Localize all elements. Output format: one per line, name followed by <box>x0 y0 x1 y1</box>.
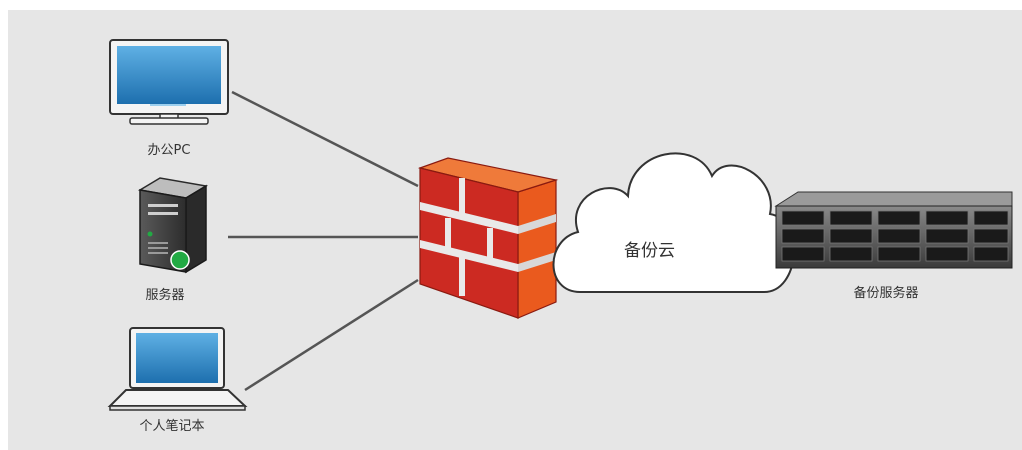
laptop-icon <box>107 327 248 411</box>
connector-laptop-firewall <box>244 278 419 392</box>
rack-server-icon <box>774 191 1013 269</box>
node-label-backup-server: 备份服务器 <box>853 286 919 301</box>
node-label-server: 服务器 <box>145 288 185 303</box>
connector-pc-firewall <box>231 90 419 188</box>
server-tower-icon <box>137 177 209 274</box>
firewall-icon <box>417 157 559 319</box>
node-label-cloud: 备份云 <box>624 241 675 261</box>
monitor-icon <box>109 39 229 125</box>
cloud-icon <box>552 152 795 293</box>
node-label-office-pc: 办公PC <box>147 143 191 158</box>
node-label-laptop: 个人笔记本 <box>139 419 205 434</box>
status-green-dot <box>170 250 190 270</box>
